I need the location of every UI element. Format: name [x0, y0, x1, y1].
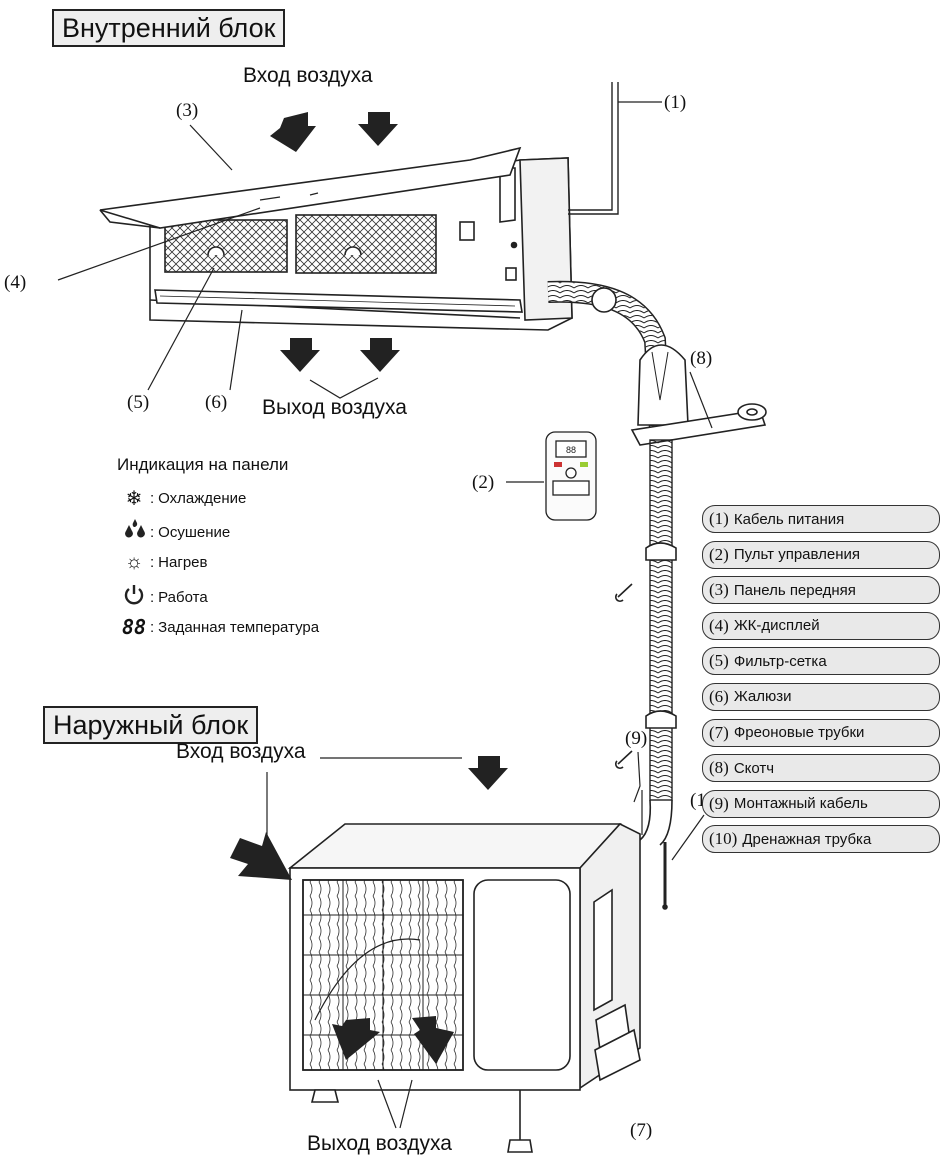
segment-display-icon: 88 [121, 615, 147, 639]
indication-title: Индикация на панели [117, 455, 289, 474]
drops-icon [118, 519, 150, 545]
sun-icon: ☼ [124, 551, 144, 573]
snowflake-icon: ❄ [125, 488, 143, 510]
outdoor-unit [287, 823, 641, 1153]
callout-4: (4) [4, 272, 27, 293]
outdoor-air-in-label: Вход воздуха [176, 740, 306, 763]
indication-label: Охлаждение [158, 490, 247, 507]
legend-item: (7)Фреоновые трубки [702, 718, 940, 747]
indoor-unit [99, 146, 573, 331]
callout-7: (7) [630, 1120, 653, 1141]
callout-1: (1) [664, 92, 687, 113]
legend-item: (1)Кабель питания [702, 505, 940, 533]
power-svg [124, 585, 144, 605]
legend-item: (2)Пульт управления [702, 540, 940, 569]
legend-item: (4)ЖК-дисплей [702, 611, 940, 640]
arrow-outdoor-out-1 [332, 1018, 380, 1060]
pipe-run [547, 82, 767, 910]
legend-item: (10)Дренажная трубка [702, 825, 940, 854]
indication-label: Заданная температура [158, 618, 320, 636]
indication-row-dry: : Осушение [118, 519, 230, 545]
arrow-outdoor-in-1 [468, 756, 508, 790]
legend-item: (5)Фильтр-сетка [702, 647, 940, 676]
callout-5: (5) [127, 392, 150, 413]
legend-item: (8)Скотч [702, 754, 940, 783]
remote-control: 88 [545, 431, 597, 521]
drops-svg [125, 519, 145, 538]
callout-9: (9) [625, 728, 648, 749]
legend-item: (3)Панель передняя [702, 576, 940, 605]
airflow-arrows [230, 112, 508, 1064]
indoor-air-out-label: Выход воздуха [262, 396, 407, 419]
arrow-indoor-in-1 [270, 112, 316, 152]
outdoor-air-out-label: Выход воздуха [307, 1132, 452, 1155]
arrow-outdoor-out-2 [412, 1016, 454, 1064]
leader-lines [57, 101, 713, 1129]
callout-2: (2) [472, 472, 495, 493]
svg-text:88: 88 [566, 445, 576, 455]
callout-6: (6) [205, 392, 228, 413]
indication-row-power: : Работа [118, 583, 208, 611]
arrow-outdoor-in-2 [230, 832, 292, 880]
arrow-indoor-out-2 [360, 338, 400, 372]
outdoor-unit-title: Наружный блок [43, 706, 259, 744]
arrow-indoor-out-1 [280, 338, 320, 372]
legend-item: (9)Монтажный кабель [702, 789, 940, 818]
indication-row-temp: 88 : Заданная температура [118, 615, 319, 639]
indoor-air-in-label: Вход воздуха [243, 64, 373, 87]
indication-label: Работа [158, 588, 208, 606]
indoor-unit-title: Внутренний блок [52, 9, 286, 47]
parts-legend: (1)Кабель питания (2)Пульт управления (3… [702, 505, 940, 861]
arrow-indoor-in-2 [358, 112, 398, 146]
callout-8: (8) [690, 348, 713, 369]
indication-label: Осушение [158, 523, 231, 541]
power-icon [118, 583, 150, 611]
legend-item: (6)Жалюзи [702, 682, 940, 711]
indication-row-cooling: ❄ : Охлаждение [118, 486, 247, 511]
indication-row-heat: ☼ : Нагрев [118, 551, 208, 574]
callout-3: (3) [176, 100, 199, 121]
indication-label: Нагрев [158, 554, 208, 571]
